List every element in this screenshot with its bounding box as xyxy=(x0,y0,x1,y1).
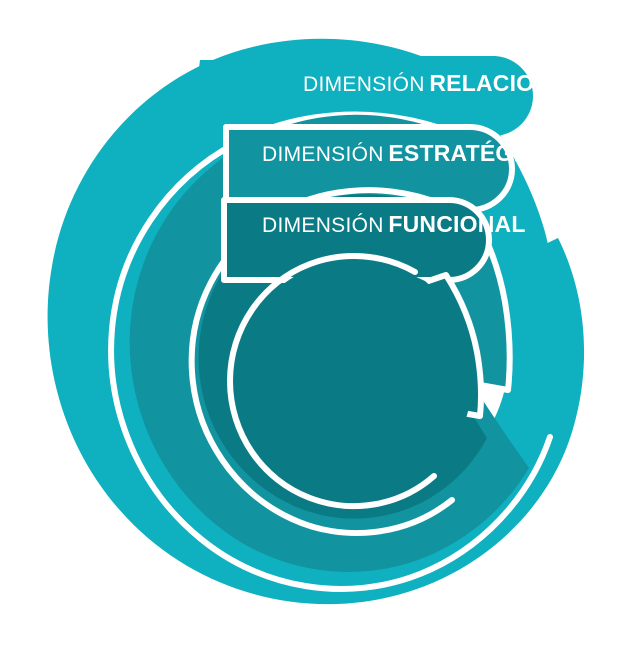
ring-funcional-tab xyxy=(221,197,492,283)
core-disc-group xyxy=(226,253,472,510)
core-disc xyxy=(236,260,472,501)
separator-inner-core xyxy=(226,253,437,510)
ring-relacional-tab-join xyxy=(190,60,300,140)
